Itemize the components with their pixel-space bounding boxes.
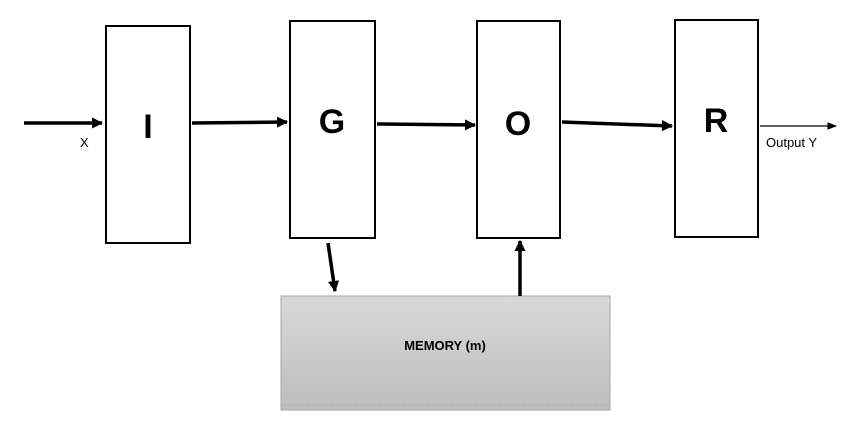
arrow-i-to-g (191, 116, 289, 128)
output-label-y: Output Y (766, 135, 817, 150)
arrow-o-to-r (561, 120, 674, 132)
arrow-g-to-memory (326, 242, 340, 293)
module-label-r: R (704, 102, 729, 140)
module-box-i (105, 25, 191, 244)
memory-label: MEMORY (m) (404, 338, 486, 353)
module-label-o: O (505, 105, 531, 143)
arrow-g-to-o (376, 119, 477, 131)
module-label-g: G (319, 103, 345, 141)
module-box-g (289, 20, 376, 239)
module-box-o (476, 20, 561, 239)
module-box-r (674, 19, 759, 238)
memory-block (280, 295, 611, 411)
input-label-x: X (80, 135, 89, 150)
module-label-i: I (143, 108, 152, 146)
